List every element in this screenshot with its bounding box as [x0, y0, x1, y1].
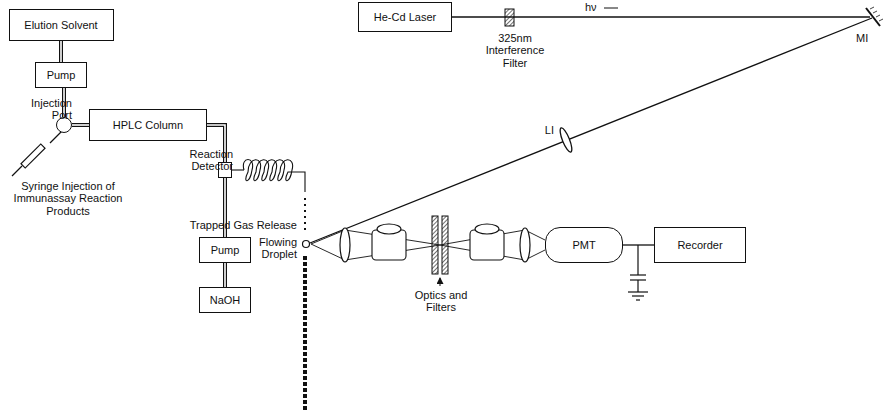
- reaction-detector: Reaction Detector: [218, 162, 232, 178]
- reflected-beam: [310, 18, 872, 243]
- optics-label: Optics and Filters: [404, 289, 478, 314]
- droplet-stream: [303, 256, 307, 410]
- node-label: Pump: [211, 244, 240, 256]
- filter-label: 325nm Interference Filter: [478, 32, 552, 69]
- signal-wire: [623, 245, 654, 246]
- gas-release-dots: [304, 198, 306, 234]
- node-label: PMT: [572, 239, 595, 251]
- syringe: [12, 131, 62, 176]
- pump-box: Pump: [199, 237, 251, 263]
- laser-box: He-Cd Laser: [358, 2, 452, 32]
- node-label: Injection Port: [12, 97, 72, 121]
- tubing-line: [225, 263, 226, 287]
- photomultiplier-tube: PMT: [545, 227, 623, 263]
- node-label: Recorder: [677, 239, 722, 251]
- mirror-label: MI: [856, 32, 880, 44]
- lens-label: LI: [534, 124, 554, 136]
- capacitor: [628, 245, 648, 300]
- node-label: He-Cd Laser: [374, 11, 436, 23]
- flowing-droplet: [303, 241, 310, 248]
- reaction-coil: [232, 160, 305, 193]
- hv-arrow: [604, 8, 618, 9]
- optical-filter: [432, 216, 438, 274]
- annotation: Trapped Gas Release: [186, 219, 297, 231]
- recorder-box: Recorder: [654, 227, 746, 263]
- hplc-column: HPLC Column: [89, 109, 207, 141]
- tubing-line: [72, 125, 89, 126]
- mirror: [866, 8, 880, 26]
- node-label: Pump: [47, 69, 76, 81]
- reagent-reservoir: NaOH: [199, 287, 251, 313]
- syringe-label: Syringe Injection of Immunassay Reaction…: [4, 180, 132, 217]
- interference-filter: [505, 9, 514, 26]
- leader-line: [440, 278, 441, 286]
- annotation: Flowing Droplet: [252, 236, 297, 261]
- node-label: NaOH: [210, 294, 241, 306]
- node-label: Reaction Detector: [181, 148, 233, 172]
- injection-port: Injection Port: [56, 117, 72, 133]
- collection-lens: [520, 228, 530, 262]
- tubing-line: [61, 41, 62, 62]
- node-label: Elution Solvent: [24, 19, 97, 31]
- focusing-lens: [558, 127, 574, 154]
- mirror-hatch: [870, 7, 883, 21]
- solvent-reservoir: Elution Solvent: [9, 9, 114, 41]
- pump-box: Pump: [35, 62, 87, 88]
- collection-lens: [340, 228, 350, 262]
- node-label: HPLC Column: [113, 119, 183, 131]
- photon-label: hν: [585, 1, 603, 13]
- optical-filter: [442, 216, 448, 274]
